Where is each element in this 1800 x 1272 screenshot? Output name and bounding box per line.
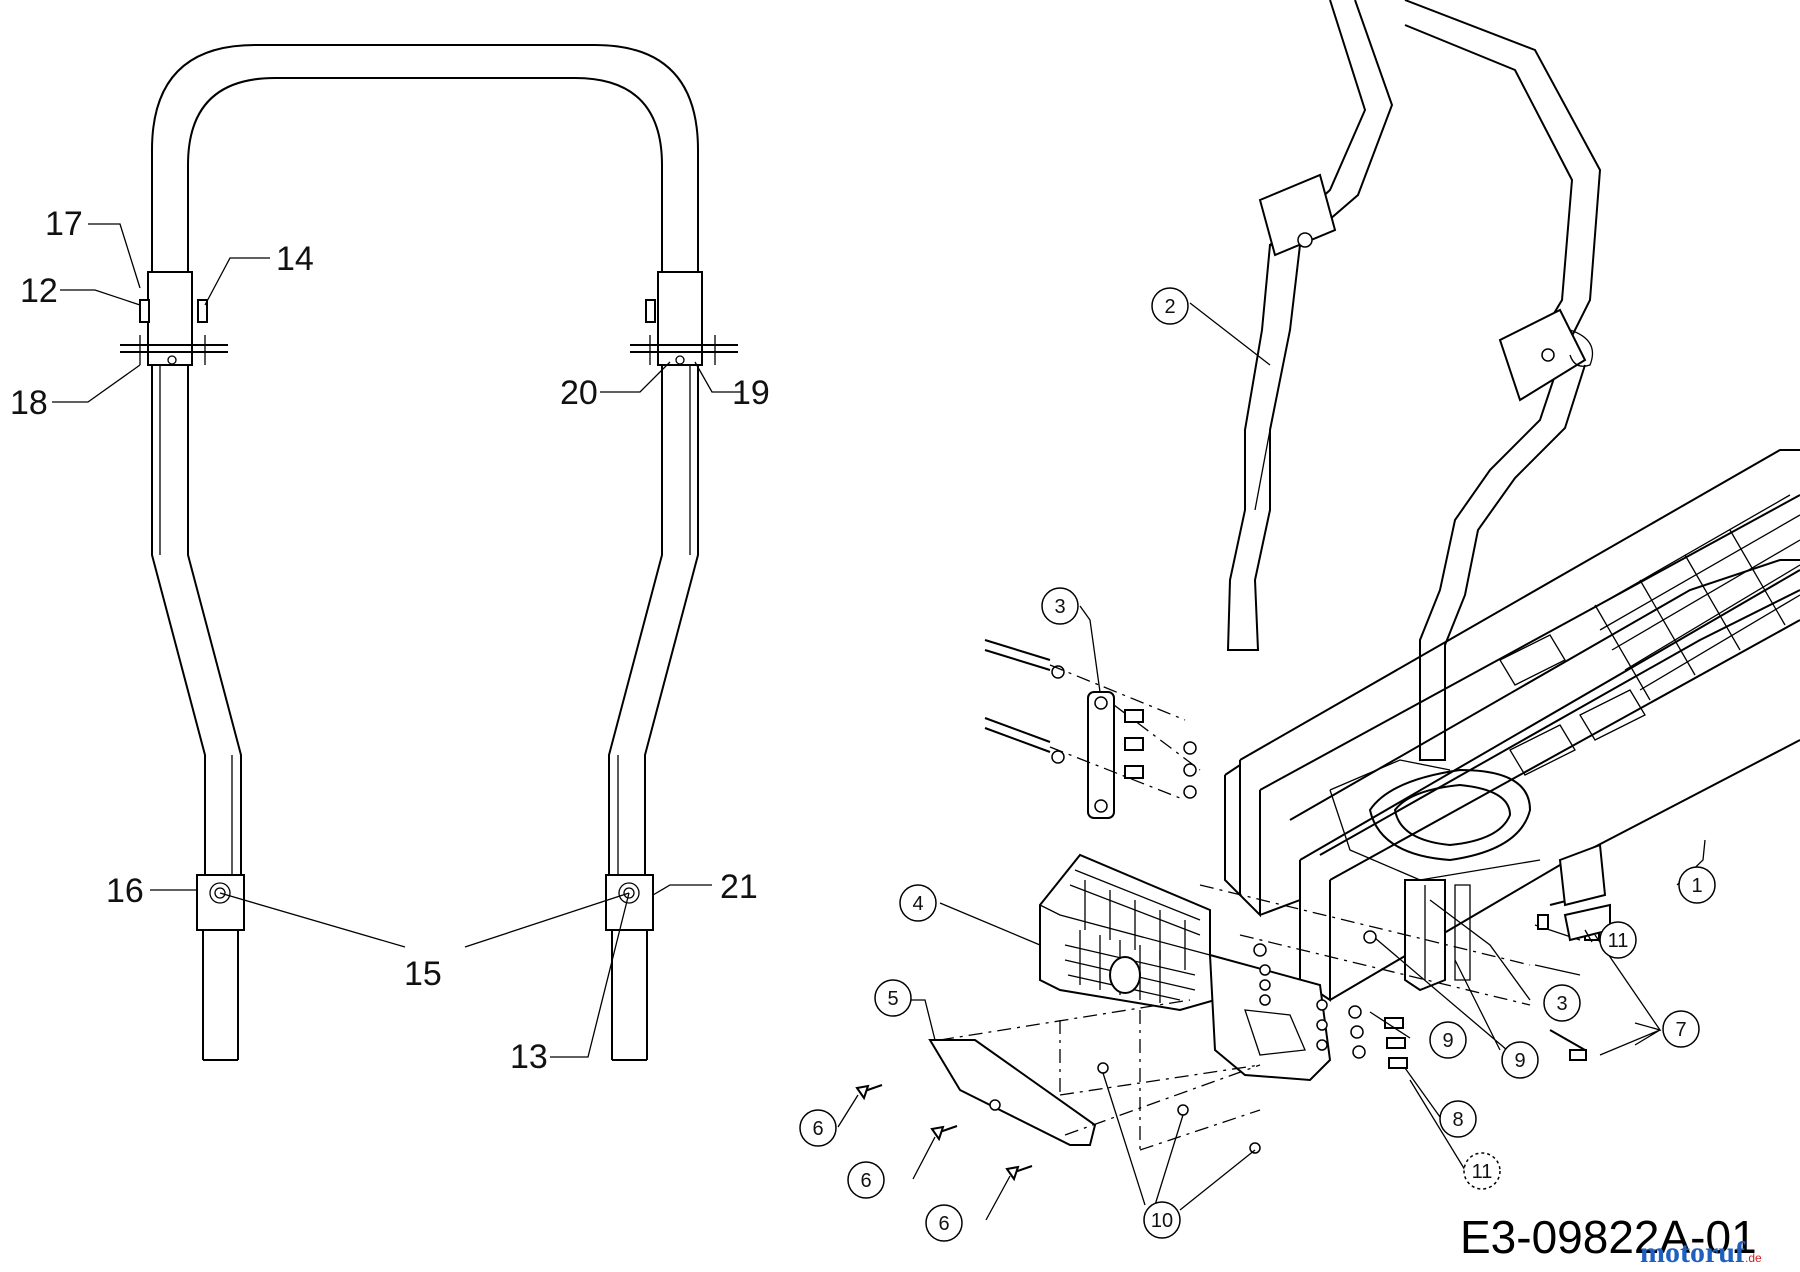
drawing-code: E3-09822A-01 <box>1460 1211 1757 1263</box>
callout-16: 16 <box>106 872 144 910</box>
callout-6-bottom: 6 <box>938 1213 949 1235</box>
left-callout-labels: 17 12 14 18 20 19 16 21 15 13 <box>10 205 770 1076</box>
callout-14: 14 <box>276 240 314 278</box>
callout-5: 5 <box>887 988 898 1010</box>
left-leaders <box>52 223 742 1058</box>
callout-21: 21 <box>720 868 758 906</box>
callout-9-right: 9 <box>1514 1050 1525 1072</box>
callout-11-lower: 11 <box>1472 1161 1493 1183</box>
callout-9-left: 9 <box>1442 1030 1453 1052</box>
watermark-suffix: .de <box>1745 1251 1762 1265</box>
mount-plate-upper <box>1087 691 1115 819</box>
callout-3-upper: 3 <box>1054 596 1065 618</box>
upper-sleeve-left <box>147 271 193 366</box>
callout-6-top: 6 <box>812 1118 823 1140</box>
exploded-assembly <box>855 0 1800 1182</box>
callout-17: 17 <box>45 205 83 243</box>
callout-7: 7 <box>1675 1019 1686 1041</box>
watermark-text: motoruf <box>1640 1236 1746 1269</box>
callout-4: 4 <box>912 893 923 915</box>
rollbar-upper-left-section <box>1226 244 1302 651</box>
deck-perforation-grid <box>1589 494 1800 701</box>
rollbar-front-view <box>120 44 738 1061</box>
right-leaders <box>837 302 1706 1221</box>
callout-6-middle: 6 <box>860 1170 871 1192</box>
right-callouts: 2 3 4 5 6 6 6 10 1 11 7 3 9 9 8 11 <box>799 287 1716 1242</box>
callout-11-upper: 11 <box>1608 930 1629 952</box>
callout-13: 13 <box>510 1038 548 1076</box>
callout-8: 8 <box>1452 1109 1463 1131</box>
callout-20: 20 <box>560 374 598 412</box>
callout-19: 19 <box>732 374 770 412</box>
callout-10: 10 <box>1151 1210 1173 1232</box>
callout-12: 12 <box>20 272 58 310</box>
bottom-plate <box>928 1039 1097 1146</box>
callout-3-lower: 3 <box>1556 993 1567 1015</box>
callout-1: 1 <box>1691 875 1702 897</box>
watermark: motoruf.de <box>1640 1236 1762 1269</box>
callout-2: 2 <box>1164 296 1175 318</box>
lower-sleeve-left <box>196 874 245 931</box>
upper-sleeve-right <box>657 271 703 366</box>
callout-18: 18 <box>10 384 48 422</box>
callout-15: 15 <box>404 955 442 993</box>
